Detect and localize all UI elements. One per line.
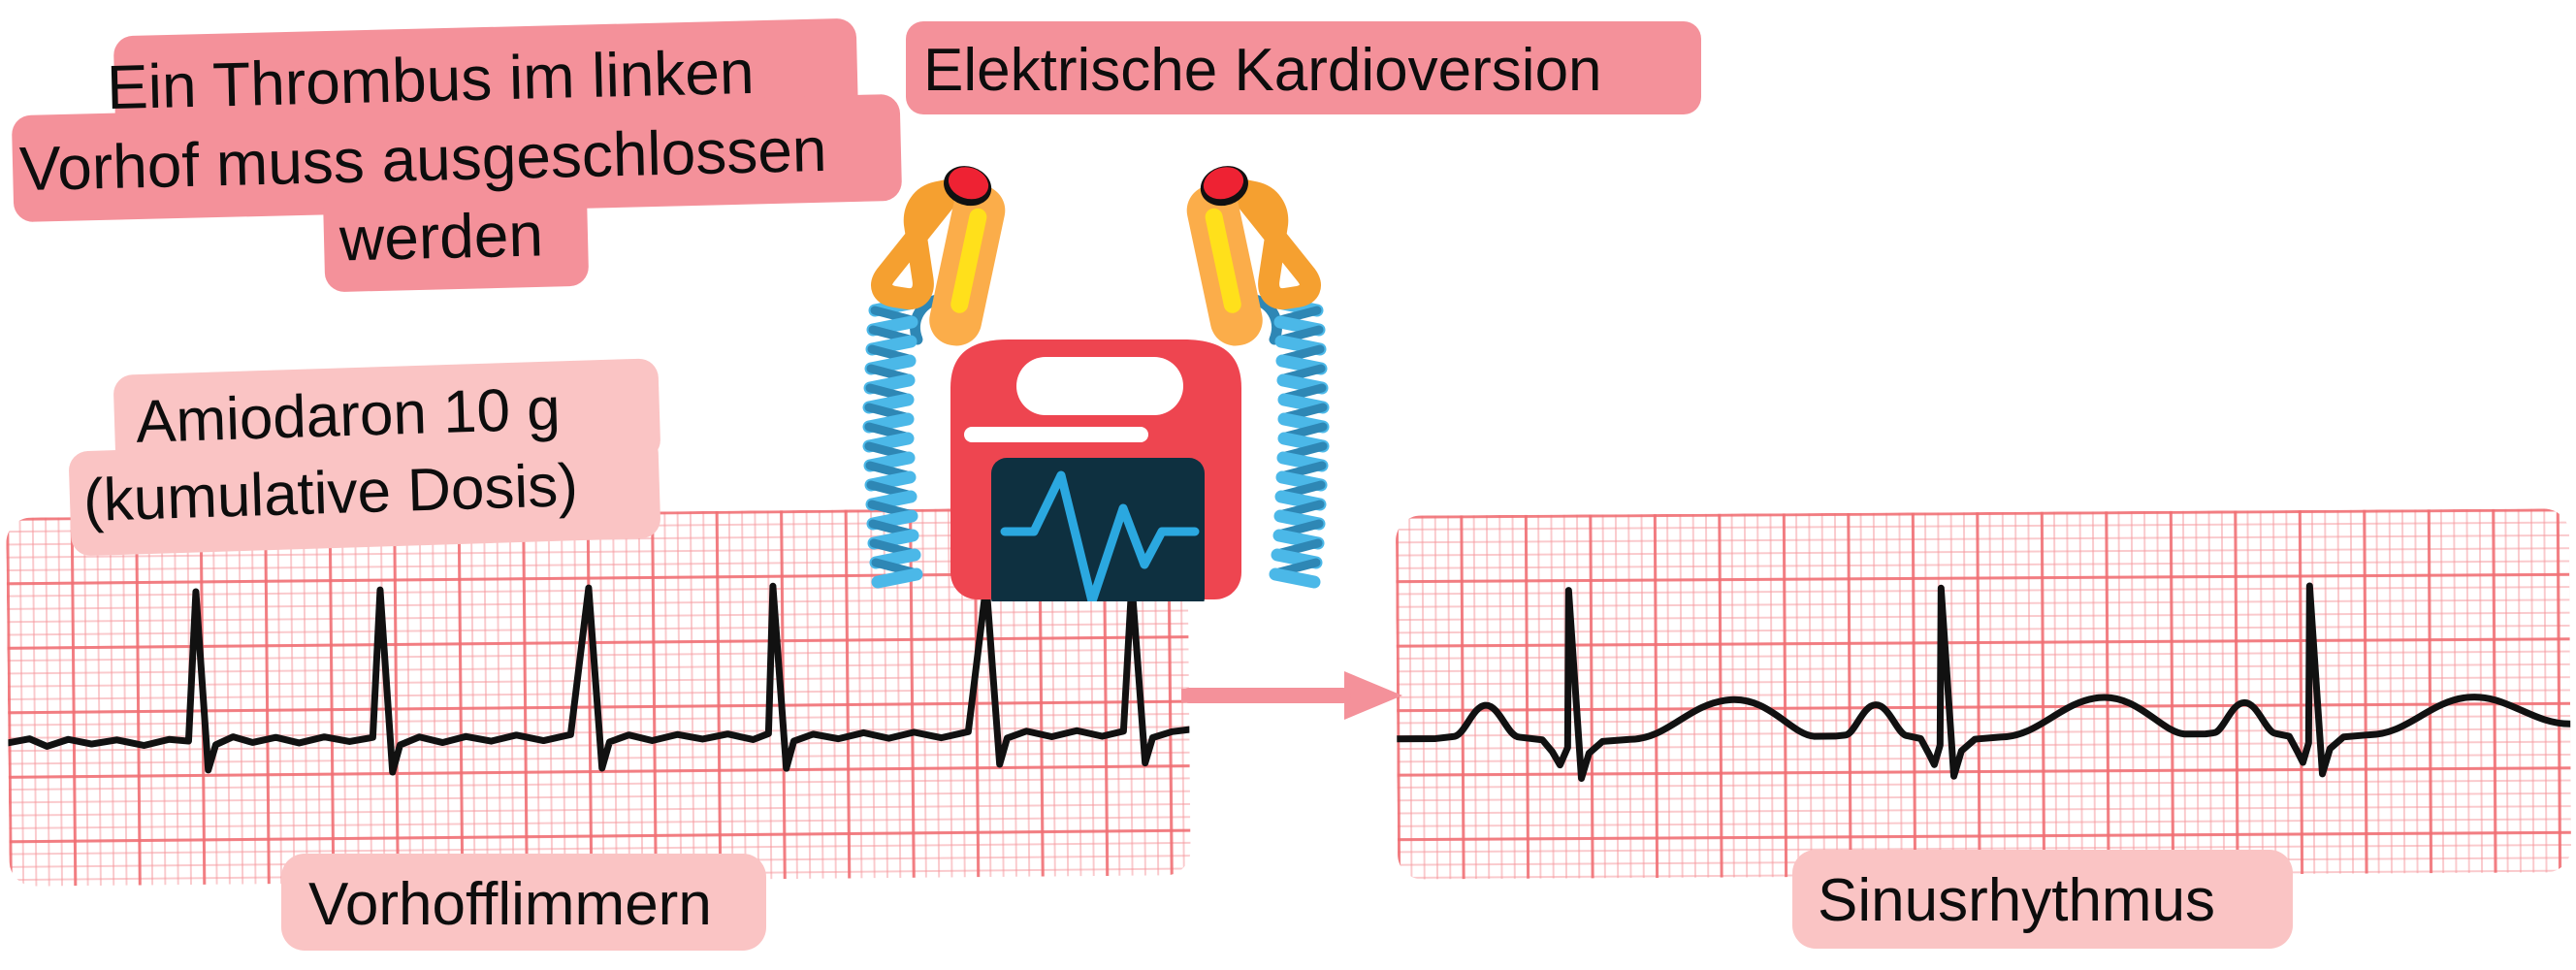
kardioversion-highlight — [906, 21, 1701, 114]
defib-screen-waveform-icon — [1000, 470, 1200, 601]
ecg-strip-sinus-rhythm — [1395, 508, 2572, 880]
rhythm-left-label: Vorhofflimmern — [308, 871, 712, 938]
defib-paddle-left-icon — [871, 166, 1006, 346]
ecg-trace-atrial-fibrillation — [6, 579, 1191, 776]
ecg-trace-sinus-rhythm — [1395, 582, 2572, 783]
coiled-cable-right-icon — [1228, 291, 1330, 589]
coiled-cable-left-icon — [862, 291, 964, 589]
defib-paddle-right-icon — [1186, 166, 1321, 346]
defib-slot — [964, 427, 1148, 442]
ecg-strip-atrial-fibrillation — [6, 506, 1191, 887]
thrombus-label-line3: werden — [338, 199, 544, 275]
rhythm-right-label: Sinusrhythmus — [1818, 867, 2216, 934]
kardioversion-label: Elektrische Kardioversion — [923, 37, 1602, 104]
amiodaron-label-line2: (kumulative Dosis) — [82, 452, 579, 534]
thrombus-label-line1: Ein Thrombus im linken — [106, 36, 756, 123]
defib-handle — [1016, 357, 1183, 415]
rhythm-right-highlight — [1792, 850, 2293, 949]
defibrillator-icon — [862, 166, 1330, 601]
rhythm-left-highlight — [281, 854, 766, 951]
defib-screen — [991, 458, 1205, 601]
arrow-right-icon — [1181, 671, 1402, 720]
amiodaron-label-line1: Amiodaron 10 g — [135, 375, 562, 456]
